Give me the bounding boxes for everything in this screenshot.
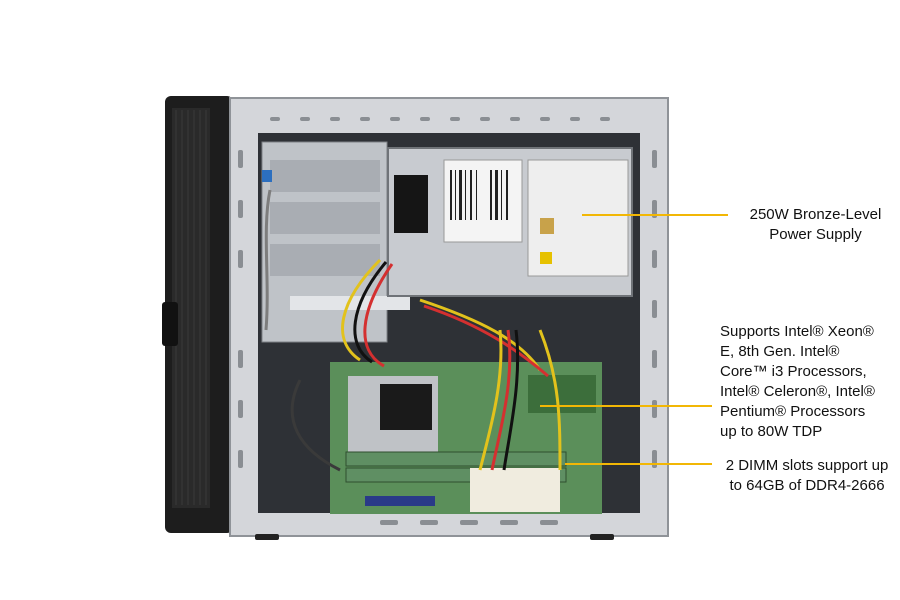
dimm-callout-line-1: 2 DIMM slots support up [725,457,889,474]
psu-callout-line-1: 250W Bronze-Level [749,206,882,223]
dimm-callout-line [565,463,712,465]
psu-callout-line-2: Power Supply [769,226,862,243]
cpu-callout-label: Supports Intel® Xeon® E, 8th Gen. Intel®… [720,322,898,442]
cpu-callout-line-1: Supports Intel® Xeon® [720,323,874,340]
cpu-callout-line-6: up to 80W TDP [720,423,823,440]
cpu-callout-line [540,405,712,407]
psu-callout-label: 250W Bronze-Level Power Supply [733,205,898,245]
dimm-callout-label: 2 DIMM slots support up to 64GB of DDR4-… [716,456,898,496]
front-bezel [162,96,233,533]
cpu-callout-line-3: Core™ i3 Processors, [720,363,867,380]
cpu-callout-line-4: Intel® Celeron®, Intel® [720,383,875,400]
drive-bays [261,141,410,343]
cpu-callout-line-2: E, 8th Gen. Intel® [720,343,840,360]
dimm-callout-line-2: to 64GB of DDR4-2666 [729,477,885,494]
cpu-callout-line-5: Pentium® Processors [720,403,866,420]
power-supply [387,147,633,297]
psu-callout-line [582,214,728,216]
cable-bundle [264,189,562,472]
motherboard [330,362,602,514]
